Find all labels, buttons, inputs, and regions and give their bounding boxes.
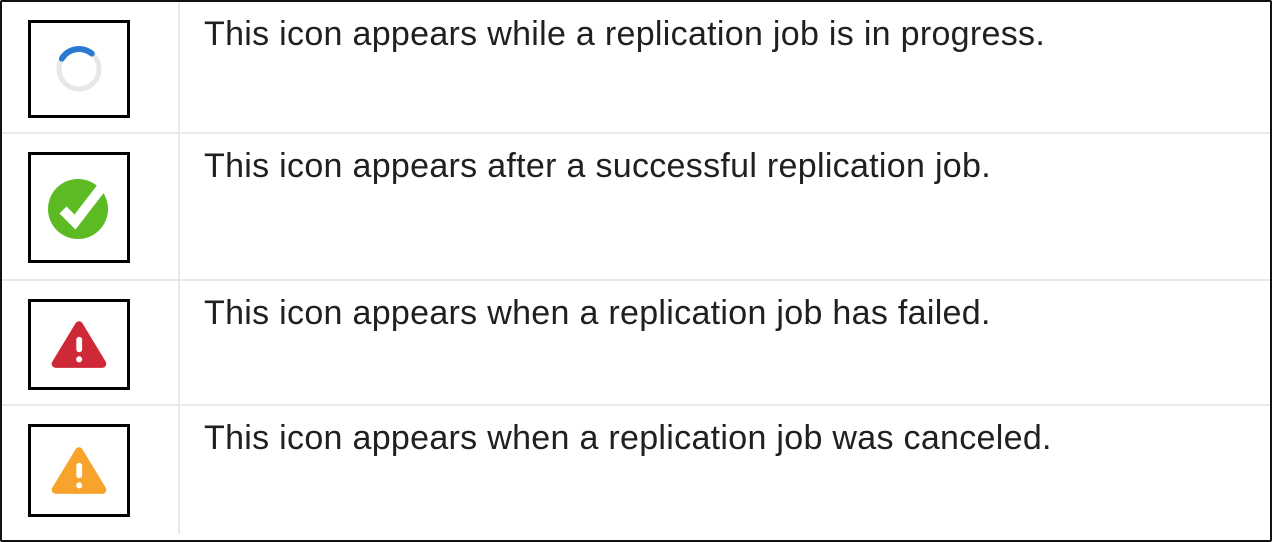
- failed-icon-box: [28, 299, 130, 390]
- icon-cell: [2, 406, 180, 534]
- success-check-icon: [48, 178, 108, 239]
- table-row-canceled: This icon appears when a replication job…: [2, 406, 1270, 534]
- in-progress-icon-box: [28, 20, 130, 118]
- table-row-in-progress: This icon appears while a replication jo…: [2, 2, 1270, 134]
- icon-cell: [2, 134, 180, 279]
- failed-warning-icon: [51, 320, 107, 368]
- description-cell: This icon appears while a replication jo…: [180, 2, 1270, 132]
- canceled-icon-box: [28, 424, 130, 517]
- description-cell: This icon appears when a replication job…: [180, 406, 1270, 534]
- row-description: This icon appears while a replication jo…: [204, 15, 1046, 53]
- row-description: This icon appears when a replication job…: [204, 294, 991, 332]
- icon-cell: [2, 2, 180, 132]
- success-icon-box: [28, 152, 130, 263]
- icon-cell: [2, 281, 180, 404]
- description-cell: This icon appears after a successful rep…: [180, 134, 1270, 279]
- table-row-success: This icon appears after a successful rep…: [2, 134, 1270, 281]
- spinner-icon: [56, 46, 102, 92]
- table-row-failed: This icon appears when a replication job…: [2, 281, 1270, 406]
- row-description: This icon appears when a replication job…: [204, 419, 1052, 457]
- row-description: This icon appears after a successful rep…: [204, 147, 991, 185]
- description-cell: This icon appears when a replication job…: [180, 281, 1270, 404]
- canceled-warning-icon: [51, 446, 107, 494]
